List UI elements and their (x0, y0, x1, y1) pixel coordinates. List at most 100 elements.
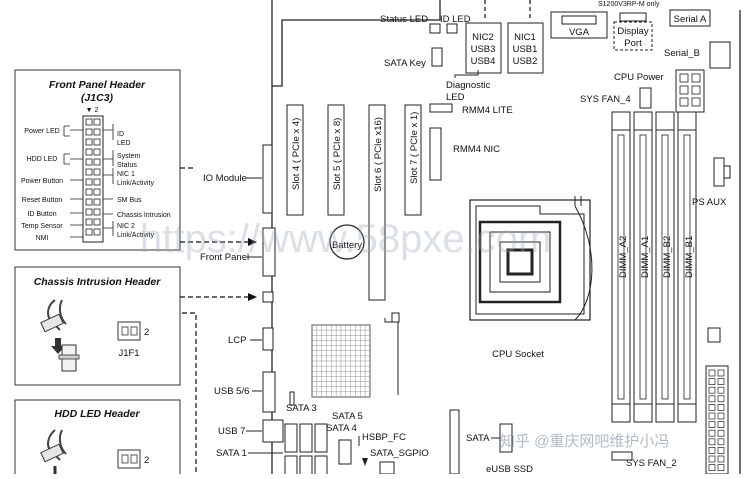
id-led-label: ID LED (440, 14, 471, 25)
slot-4-label: Slot 4 ( PCIe x 4) (291, 118, 302, 190)
sys-fan-4-header (639, 87, 652, 109)
fp-pin (85, 138, 93, 146)
sys-fan-4-label: SYS FAN_4 (580, 94, 631, 105)
fp-left-label-reset-button: Reset Button (22, 197, 63, 204)
cpu-power-label: CPU Power (614, 72, 664, 83)
fp-pin (85, 168, 93, 176)
fp-pin (93, 218, 101, 226)
pin-marker-2: ▼ 2 (86, 107, 99, 114)
usb4-label: USB4 (471, 56, 496, 67)
diagnostic-led-label: LED (446, 92, 465, 103)
dimm-b1-label: DIMM_B1 (684, 236, 695, 278)
fp-pin (85, 158, 93, 166)
fp-left-label-hdd-led: HDD LED (27, 156, 58, 163)
cpu-socket (469, 196, 593, 321)
nic1-usb-stack: NIC1 USB1 USB2 (507, 22, 544, 74)
fp-right-label-id: ID (117, 131, 124, 138)
front-panel-label: Front Panel (200, 252, 249, 263)
pcie-slot-group: Slot 4 ( PCIe x 4) Slot 5 ( PCIe x 8) Sl… (286, 104, 422, 301)
zhihu-watermark: 知乎 @重庆网吧维护小冯 (500, 433, 669, 450)
fp-pin (85, 188, 93, 196)
fp-pin (85, 178, 93, 186)
port-label: Port (624, 38, 642, 49)
sata-key-label: SATA Key (384, 58, 426, 69)
fp-right-label-smbus: SM Bus (117, 197, 142, 204)
display-label: Display (617, 26, 648, 37)
sata-5-label: SATA 5 (332, 411, 363, 422)
battery-label: Battery (332, 240, 362, 251)
serial-b-label: Serial_B (664, 48, 700, 59)
sata-key-header (431, 47, 443, 67)
fp-right-label-nic2: NIC 2 (117, 223, 135, 230)
board-outline (271, 0, 741, 474)
fp-right-label-status: Status (117, 162, 137, 169)
ps-aux-label: PS AUX (692, 197, 727, 208)
chassis-intrusion-connector-label: J1F1 (118, 348, 139, 359)
front-panel-header-title: Front Panel Header (49, 79, 146, 91)
fp-pin (93, 158, 101, 166)
fp-pin (85, 218, 93, 226)
dimm-a2-label: DIMM_A2 (618, 236, 629, 278)
nic2-usb-stack: NIC2 USB3 USB4 (465, 22, 502, 74)
usb2-label: USB2 (513, 56, 538, 67)
fp-pin (93, 188, 101, 196)
ps-aux-header (713, 157, 725, 187)
fp-pin (93, 118, 101, 126)
fp-pin (85, 228, 93, 236)
fp-right-label-chassis-intrusion: Chassis Intrusion (117, 212, 171, 219)
usb-56-header (262, 371, 276, 413)
fp-right-label-led: LED (117, 140, 131, 147)
vga-port: VGA (550, 11, 608, 39)
rmm4-lite-label: RMM4 LITE (462, 105, 513, 116)
hsbp-fc-label: HSBP_FC (362, 432, 406, 443)
eusb-ssd-label: eUSB SSD (486, 464, 533, 474)
fp-pin (93, 178, 101, 186)
sata-sgpio-label: SATA_SGPIO (370, 448, 429, 459)
hsbp-fc-header (338, 439, 352, 465)
serial-b-header (709, 41, 731, 69)
front-panel-header-subtitle: (J1C3) (81, 92, 114, 104)
rmm4-nic-header (429, 127, 442, 181)
serial-a-port: Serial A (669, 9, 711, 27)
nic2-label: NIC2 (472, 32, 494, 43)
fp-pin (93, 148, 101, 156)
fp-pin (85, 198, 93, 206)
chassis-intrusion-header-callout: Chassis Intrusion Header 2 J1F1 (14, 266, 181, 386)
front-panel-board-header (262, 227, 276, 277)
fp-right-label-nic1: NIC 1 (117, 171, 135, 178)
slot-6-label: Slot 6 ( PCIe x16) (373, 117, 384, 192)
fp-left-label-nmi: NMI (36, 235, 49, 242)
fp-left-label-temp-sensor: Temp Sensor (21, 223, 63, 230)
rmm4-nic-label: RMM4 NIC (453, 144, 500, 155)
vga-label: VGA (569, 27, 590, 38)
dimm-b2-label: DIMM_B2 (662, 236, 673, 278)
bottom-vertical-slot (449, 409, 460, 475)
chassis-intrusion-title: Chassis Intrusion Header (34, 276, 162, 288)
sys-fan-2-label: SYS FAN_2 (626, 458, 677, 469)
nic1-label: NIC1 (514, 32, 536, 43)
fp-right-label-system: System (117, 153, 141, 160)
io-module-header (262, 144, 273, 214)
sata-partial-label: SATA (466, 433, 490, 444)
slot-7-label: Slot 7 ( PCIe x 1) (409, 112, 420, 184)
hdd-led-title: HDD LED Header (54, 408, 140, 420)
lcp-header (262, 327, 274, 351)
fp-pin (93, 198, 101, 206)
dimm-a1-label: DIMM_A1 (640, 236, 651, 278)
hdd-led-pin-label: 2 (144, 455, 149, 466)
sata-1-label: SATA 1 (216, 448, 247, 459)
fp-pin (85, 148, 93, 156)
io-module-label: IO Module (203, 173, 247, 184)
dimm-slot-group: DIMM_A2 DIMM_A1 DIMM_B2 DIMM_B1 (611, 111, 697, 423)
fp-left-label-power-led: Power LED (24, 128, 59, 135)
slot-5-label: Slot 5 ( PCIe x 8) (332, 118, 343, 190)
fp-left-label-power-button: Power Button (21, 178, 63, 185)
cpu-socket-label: CPU Socket (492, 349, 544, 360)
chassis-intrusion-pin-label: 2 (144, 327, 149, 338)
front-panel-header-callout: Front Panel Header (J1C3) ▼ 2 Power LED … (14, 69, 181, 251)
usb-7-header (262, 419, 284, 443)
fp-pin (85, 128, 93, 136)
fp-left-label-id-button: ID Button (27, 211, 56, 218)
